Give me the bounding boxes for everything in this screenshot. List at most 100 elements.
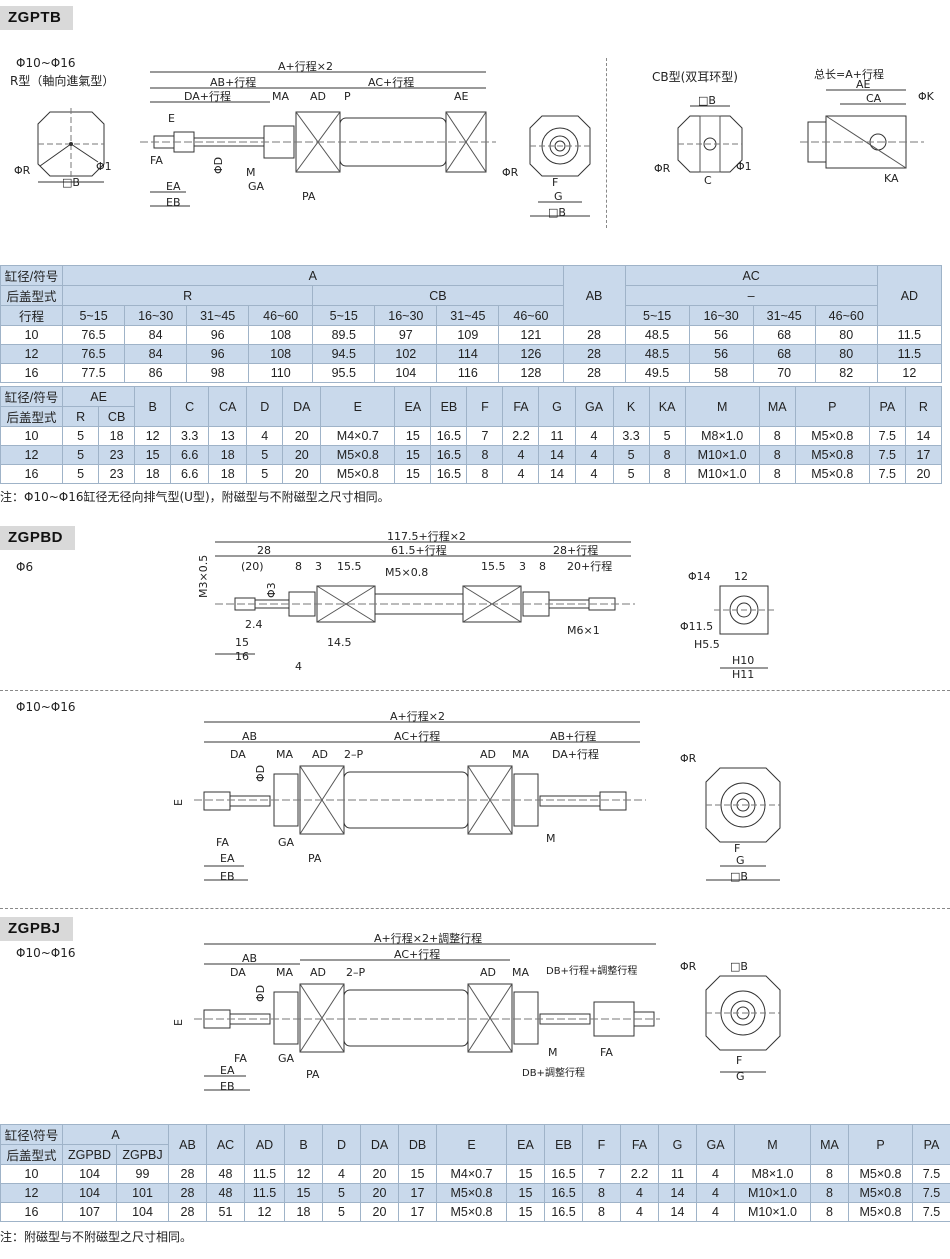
table-cell: 5: [246, 464, 284, 484]
bj-e: E: [172, 1019, 185, 1026]
bd-end-g: G: [736, 854, 745, 867]
table-cell: 8: [810, 1202, 849, 1222]
table-cell: 6.6: [170, 464, 210, 484]
ptb-end-b: □B: [548, 206, 566, 219]
t3-h-10: EA: [506, 1124, 545, 1165]
t2-h-6: DA: [282, 386, 322, 427]
bd6-h10: H10: [732, 654, 754, 667]
bd-ga: GA: [278, 836, 295, 849]
t1-h-stroke-1: 5~15: [62, 305, 126, 326]
table-cell: 96: [186, 325, 250, 345]
bd-ad2: AD: [480, 748, 496, 761]
bd-e: E: [172, 799, 185, 806]
t1-h-ac: AC: [624, 265, 878, 286]
t2-h-10: F: [466, 386, 504, 427]
table-cell: 76.5: [62, 325, 126, 345]
table-cell: 84: [124, 344, 188, 364]
t2-h-2: B: [134, 386, 172, 427]
dim-m: M: [246, 166, 256, 179]
bj-end-g: G: [736, 1070, 745, 1083]
table-cell: 109: [436, 325, 500, 345]
bd6-m6: M6×1: [567, 624, 600, 637]
table-cell: 80: [814, 344, 878, 364]
table-cell: M5×0.8: [794, 445, 870, 465]
t1-h-stroke-5: 5~15: [312, 305, 376, 326]
bd6-24: 2.4: [245, 618, 263, 631]
bj-eb: EB: [220, 1080, 235, 1093]
t1-h-stroke-8: 46~60: [498, 305, 564, 326]
bd6-phi115: Φ11.5: [680, 620, 713, 633]
table-cell: 18: [134, 464, 172, 484]
t2-h-12: G: [538, 386, 576, 427]
table-cell: 82: [814, 363, 878, 383]
cb-b: □B: [698, 94, 716, 107]
r-type-label: R型（軸向進氣型）: [10, 74, 115, 88]
ptb-end-f: F: [552, 176, 558, 189]
table-cell: 4: [246, 426, 284, 446]
table-cell: 107: [62, 1202, 117, 1222]
dim-p: P: [344, 90, 351, 103]
bd6-total: 117.5+行程×2: [387, 530, 466, 543]
dim-pa: PA: [302, 190, 316, 203]
cb-ae: AE: [856, 78, 871, 91]
bj-a2: A+行程×2+調整行程: [374, 931, 482, 945]
bj-ad: AD: [310, 966, 326, 979]
table-cell: 16: [0, 464, 64, 484]
table-cell: 4: [620, 1183, 659, 1203]
table-cell: 8: [810, 1183, 849, 1203]
table-cell: 17: [398, 1202, 437, 1222]
cb-phi1: Φ1: [736, 160, 752, 173]
table-cell: 56: [688, 325, 754, 345]
bj-ac: AC+行程: [394, 948, 440, 961]
table-cell: 48: [206, 1164, 245, 1184]
table-cell: M10×1.0: [684, 445, 760, 465]
table-cell: 14: [538, 464, 576, 484]
t3-h-5: B: [284, 1124, 323, 1165]
table-cell: 16.5: [544, 1183, 583, 1203]
table-cell: 5: [62, 464, 100, 484]
ptb-side-view: A+行程×2 AB+行程 AC+行程 DA+行程 MA AD P AE E FA…: [140, 60, 496, 209]
table-cell: 14: [658, 1202, 697, 1222]
bd6-20s: 20+行程: [567, 560, 612, 573]
table-cell: 15: [394, 464, 432, 484]
bd-da: DA: [230, 748, 246, 761]
table-cell: 7.5: [912, 1183, 950, 1203]
table-cell: 23: [98, 445, 136, 465]
table-cell: 8: [758, 445, 796, 465]
table-cell: 7.5: [912, 1202, 950, 1222]
table-cell: 20: [282, 445, 322, 465]
t2-h-cb: CB: [98, 406, 136, 427]
bd-end-f: F: [734, 842, 740, 855]
t3-h-zgpbj: ZGPBJ: [116, 1144, 169, 1165]
bd-phi6-end-view: Φ14 12 Φ11.5 H5.5 H10 H11: [680, 570, 774, 681]
table-cell: 17: [904, 445, 943, 465]
table-cell: 11: [538, 426, 576, 446]
bd6-h55: H5.5: [694, 638, 720, 651]
table-cell: 20: [360, 1164, 399, 1184]
section-tag-zgpbd: ZGPBD: [0, 526, 75, 550]
cb-type-label: CB型(双耳环型): [652, 70, 738, 84]
table-cell: 86: [124, 363, 188, 383]
table-cell: 104: [116, 1202, 169, 1222]
total-length-label: 总长=A+行程: [814, 68, 884, 81]
table-cell: 2.2: [502, 426, 540, 446]
bd6-phi3: Φ3: [265, 582, 278, 598]
table-cell: 48.5: [624, 344, 690, 364]
bd-ab: AB: [242, 730, 257, 743]
table-cell: 4: [322, 1164, 361, 1184]
table-cell: M8×1.0: [734, 1164, 811, 1184]
table-cell: 99: [116, 1164, 169, 1184]
t3-h-7: DA: [360, 1124, 399, 1165]
table-cell: M5×0.8: [848, 1183, 913, 1203]
table-cell: 6.6: [170, 445, 210, 465]
table-cell: 8: [648, 445, 686, 465]
size-range-label: Φ10~Φ16: [16, 56, 76, 70]
table-cell: 8: [758, 464, 796, 484]
table-cell: 15: [394, 426, 432, 446]
t3-h-zgpbd: ZGPBD: [62, 1144, 117, 1165]
table-cell: 15: [506, 1202, 545, 1222]
table-cell: 4: [620, 1202, 659, 1222]
cb-phik: ΦK: [918, 90, 935, 103]
table-cell: 15: [506, 1164, 545, 1184]
